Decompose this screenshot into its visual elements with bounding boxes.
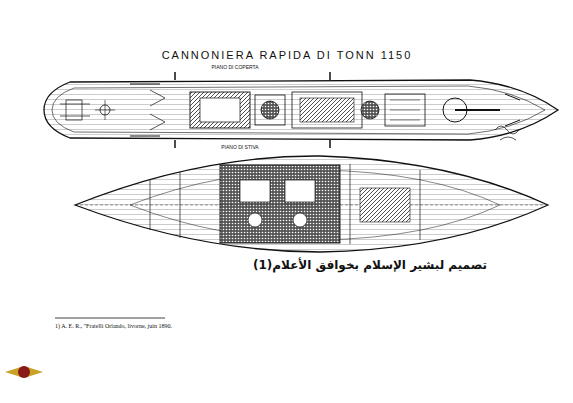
- deck-plan: [44, 66, 558, 148]
- hold-plan: [75, 156, 548, 252]
- view-label: PIANO DI STIVA: [221, 144, 258, 150]
- plan-title: CANNONIERA RAPIDA DI TONN 1150: [162, 49, 413, 61]
- caption: تصميم لبشير الإسلام بخوافق الأعلام(1): [253, 258, 487, 272]
- watermark-emblem: [5, 366, 43, 378]
- footnote: 1) A. E. R., "Fratelli Orlando, livorne,…: [55, 323, 172, 329]
- footnote-rule: [55, 318, 165, 319]
- view-label: PIANO DI COPERTA: [211, 64, 258, 70]
